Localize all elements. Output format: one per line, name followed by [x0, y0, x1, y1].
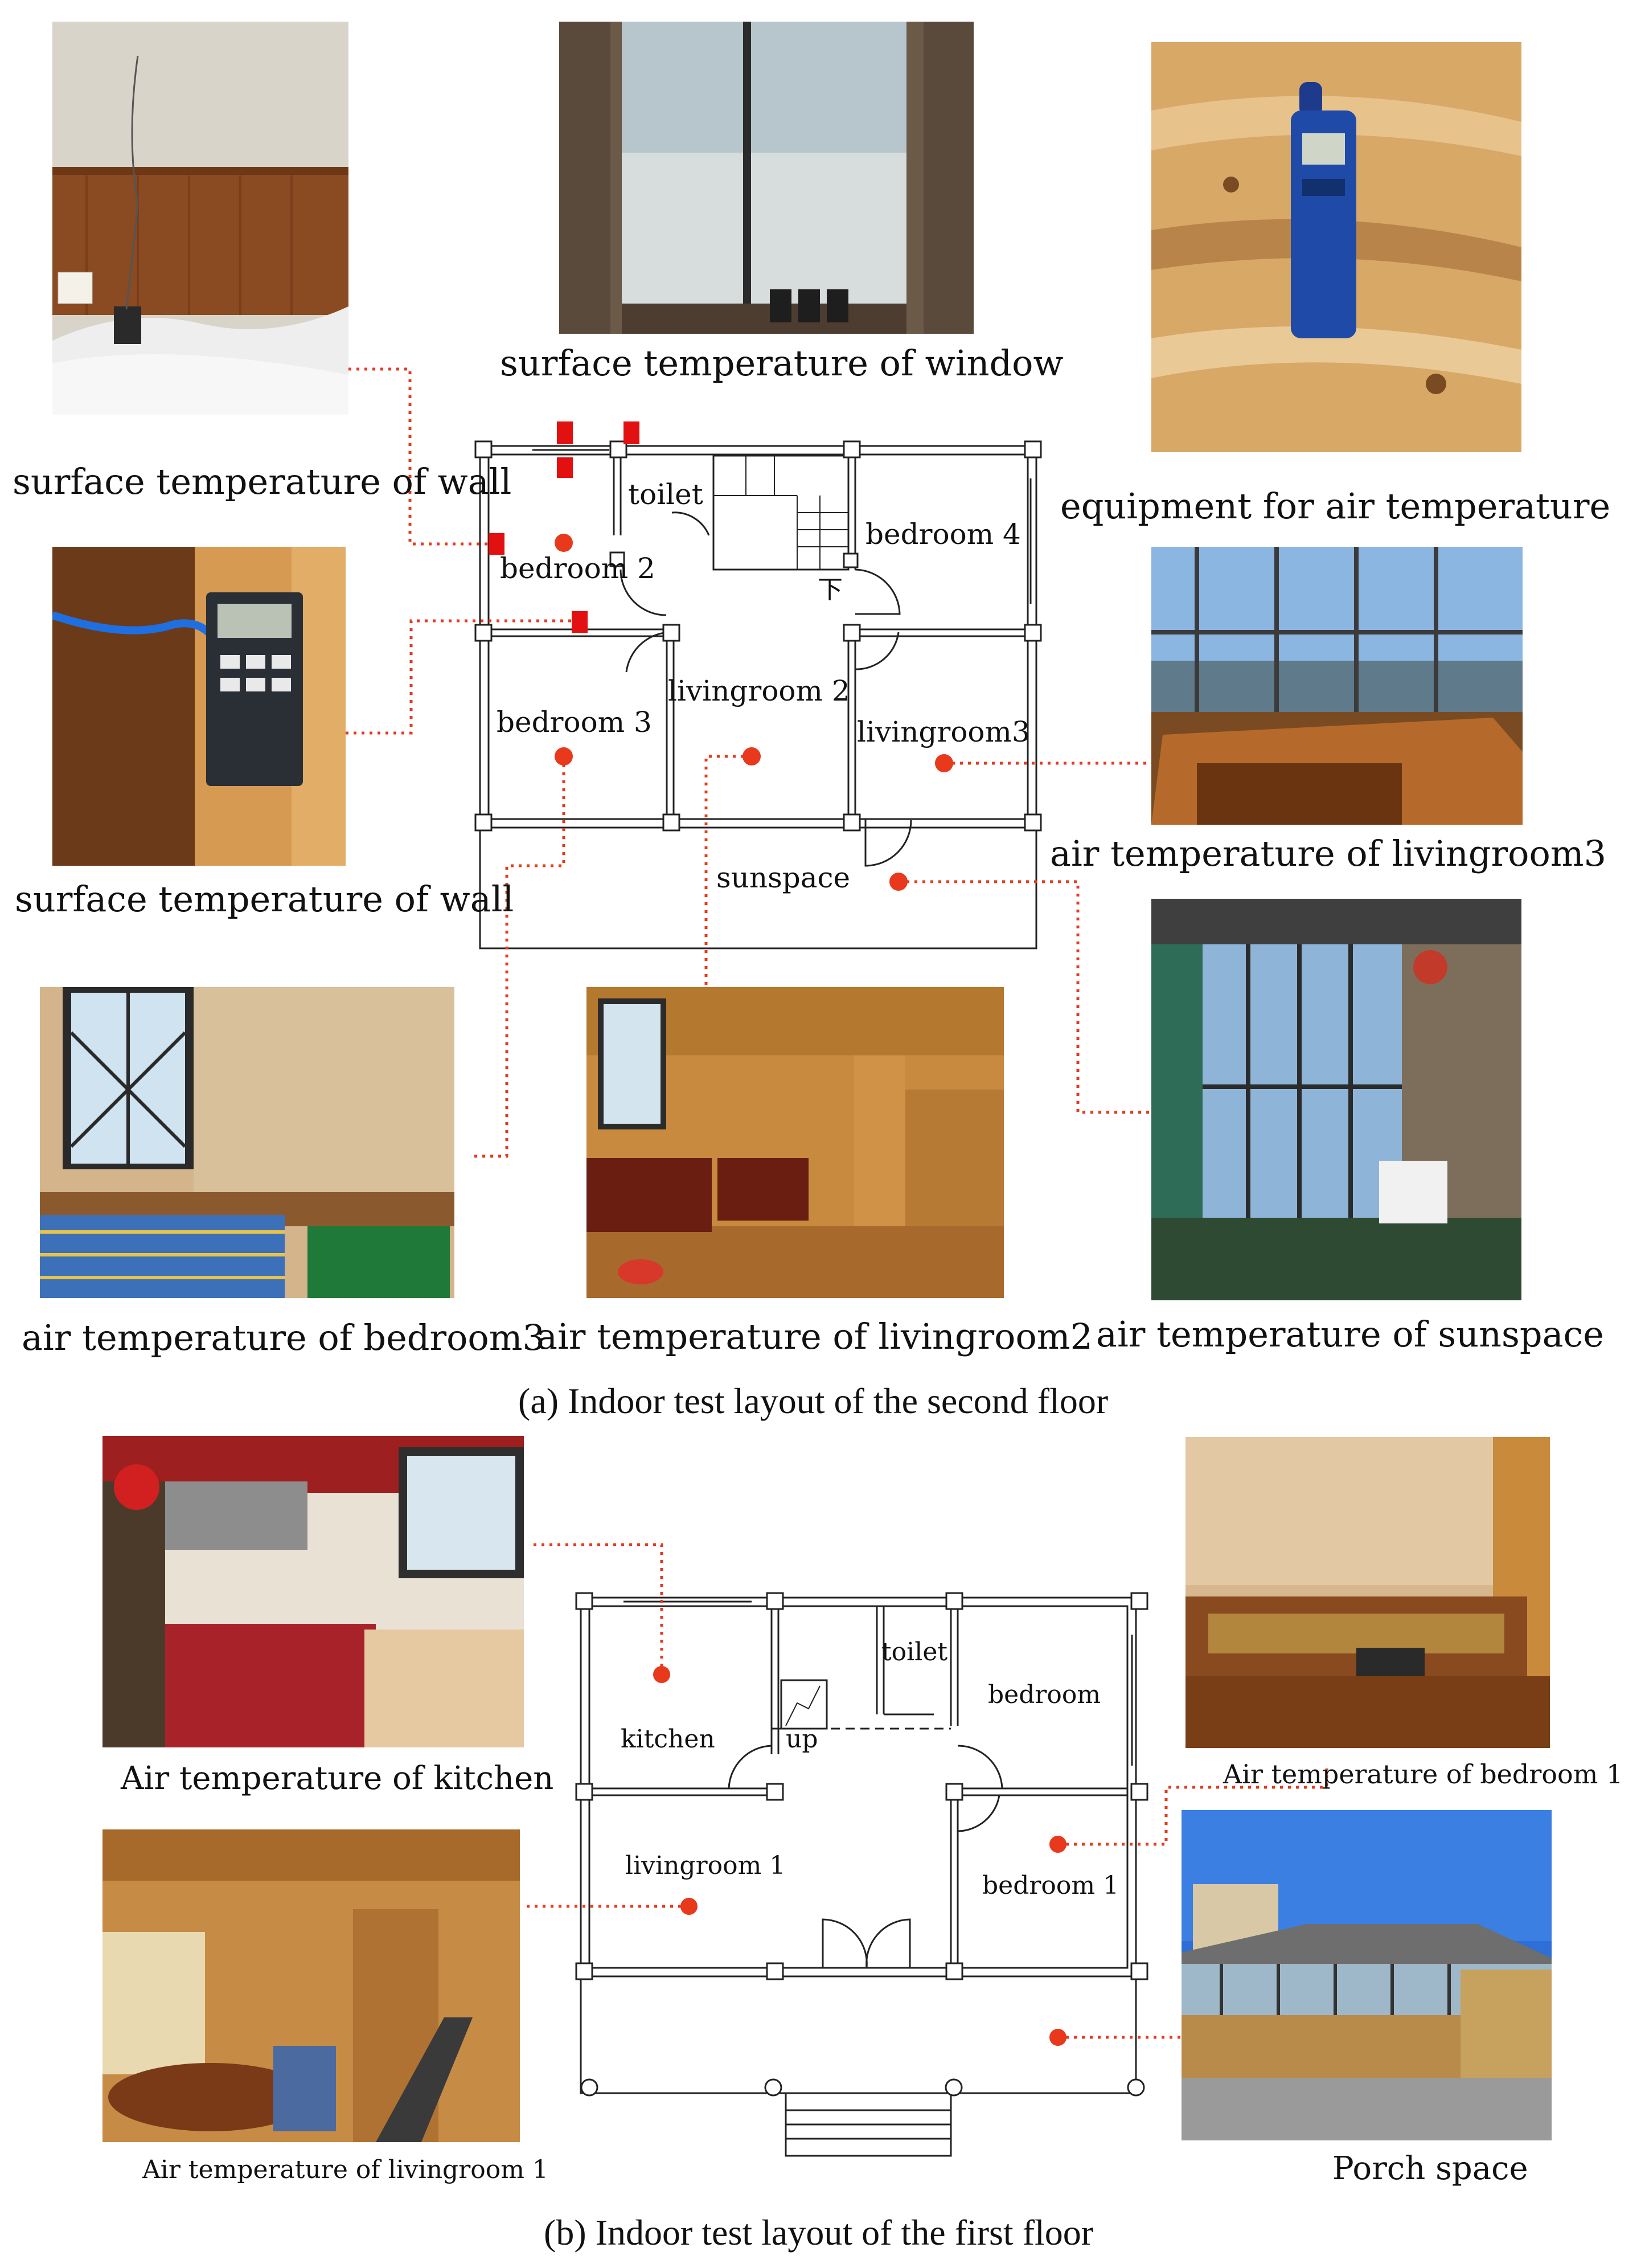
caption-wall-1: surface temperature of wall: [13, 461, 512, 502]
photo-bedroom1: [1185, 1437, 1550, 1748]
photo-kitchen: [102, 1436, 524, 1747]
label-toilet-1f: toilet: [881, 1637, 947, 1667]
sensor-window-3: [557, 457, 573, 478]
caption-livingroom3: air temperature of livingroom3: [1050, 833, 1607, 874]
leader-wall1: [348, 367, 495, 546]
caption-first-floor: (b) Indoor test layout of the first floo…: [544, 2212, 1094, 2253]
point-livingroom2: [742, 747, 761, 765]
point-sunspace: [889, 873, 908, 891]
label-bedroom4: bedroom 4: [865, 518, 1021, 551]
sensor-wall-1: [489, 533, 504, 555]
label-livingroom3: livingroom3: [857, 715, 1030, 748]
label-stair-down: 下: [818, 575, 843, 604]
sensor-window-2: [623, 421, 639, 444]
leader-livingroom2: [704, 755, 752, 987]
photo-air-temp-equipment: [1151, 42, 1521, 452]
leader-bedroom1: [1058, 1768, 1328, 1846]
photo-livingroom1: [102, 1829, 520, 2142]
photo-wall-thermometer: [52, 547, 346, 866]
label-kitchen: kitchen: [621, 1725, 715, 1754]
label-bedroom3: bedroom 3: [497, 706, 652, 739]
point-bedroom3: [555, 747, 573, 765]
label-toilet-2f: toilet: [628, 478, 703, 511]
label-livingroom1: livingroom 1: [625, 1851, 785, 1880]
caption-bedroom1: Air temperature of bedroom 1: [1223, 1759, 1623, 1790]
caption-kitchen: Air temperature of kitchen: [121, 1760, 554, 1797]
caption-porch: Porch space: [1332, 2150, 1528, 2187]
photo-livingroom3: [1151, 547, 1523, 825]
label-bedroom1: bedroom 1: [982, 1871, 1119, 1900]
point-bedroom1: [1049, 1836, 1066, 1853]
caption-window: surface temperature of window: [500, 342, 1064, 384]
label-livingroom2: livingroom 2: [668, 674, 850, 707]
photo-sunspace: [1151, 899, 1521, 1300]
label-bedroom2: bedroom 2: [500, 552, 655, 585]
point-kitchen: [653, 1666, 670, 1683]
point-porch: [1049, 2029, 1066, 2046]
photo-livingroom2: [586, 987, 1004, 1298]
sensor-wall-2: [572, 611, 588, 633]
photo-window-sensors: [559, 22, 974, 334]
leader-bedroom3: [473, 756, 565, 1158]
point-bedroom2: [555, 534, 573, 552]
caption-wall-2: surface temperature of wall: [15, 878, 514, 920]
caption-second-floor: (a) Indoor test layout of the second flo…: [518, 1381, 1109, 1421]
photo-bedroom2-wall-sensor: [52, 22, 348, 415]
leader-sunspace: [899, 880, 1151, 1114]
caption-livingroom2: air temperature of livingroom2: [536, 1316, 1093, 1357]
leader-kitchen: [530, 1543, 663, 1675]
caption-bedroom3: air temperature of bedroom3: [22, 1317, 545, 1358]
sensor-window-1: [557, 421, 573, 444]
photo-bedroom3: [40, 987, 454, 1298]
label-up: up: [786, 1725, 818, 1754]
point-livingroom3: [935, 754, 953, 772]
caption-livingroom1: Air temperature of livingroom 1: [142, 2155, 548, 2184]
caption-equipment: equipment for air temperature: [1060, 485, 1611, 527]
caption-sunspace: air temperature of sunspace: [1096, 1313, 1604, 1355]
label-bedroom-1f: bedroom: [988, 1680, 1101, 1709]
photo-porch: [1182, 1810, 1552, 2140]
label-sunspace: sunspace: [716, 861, 850, 894]
point-livingroom1: [680, 1898, 698, 1915]
leader-wall2: [346, 619, 578, 735]
